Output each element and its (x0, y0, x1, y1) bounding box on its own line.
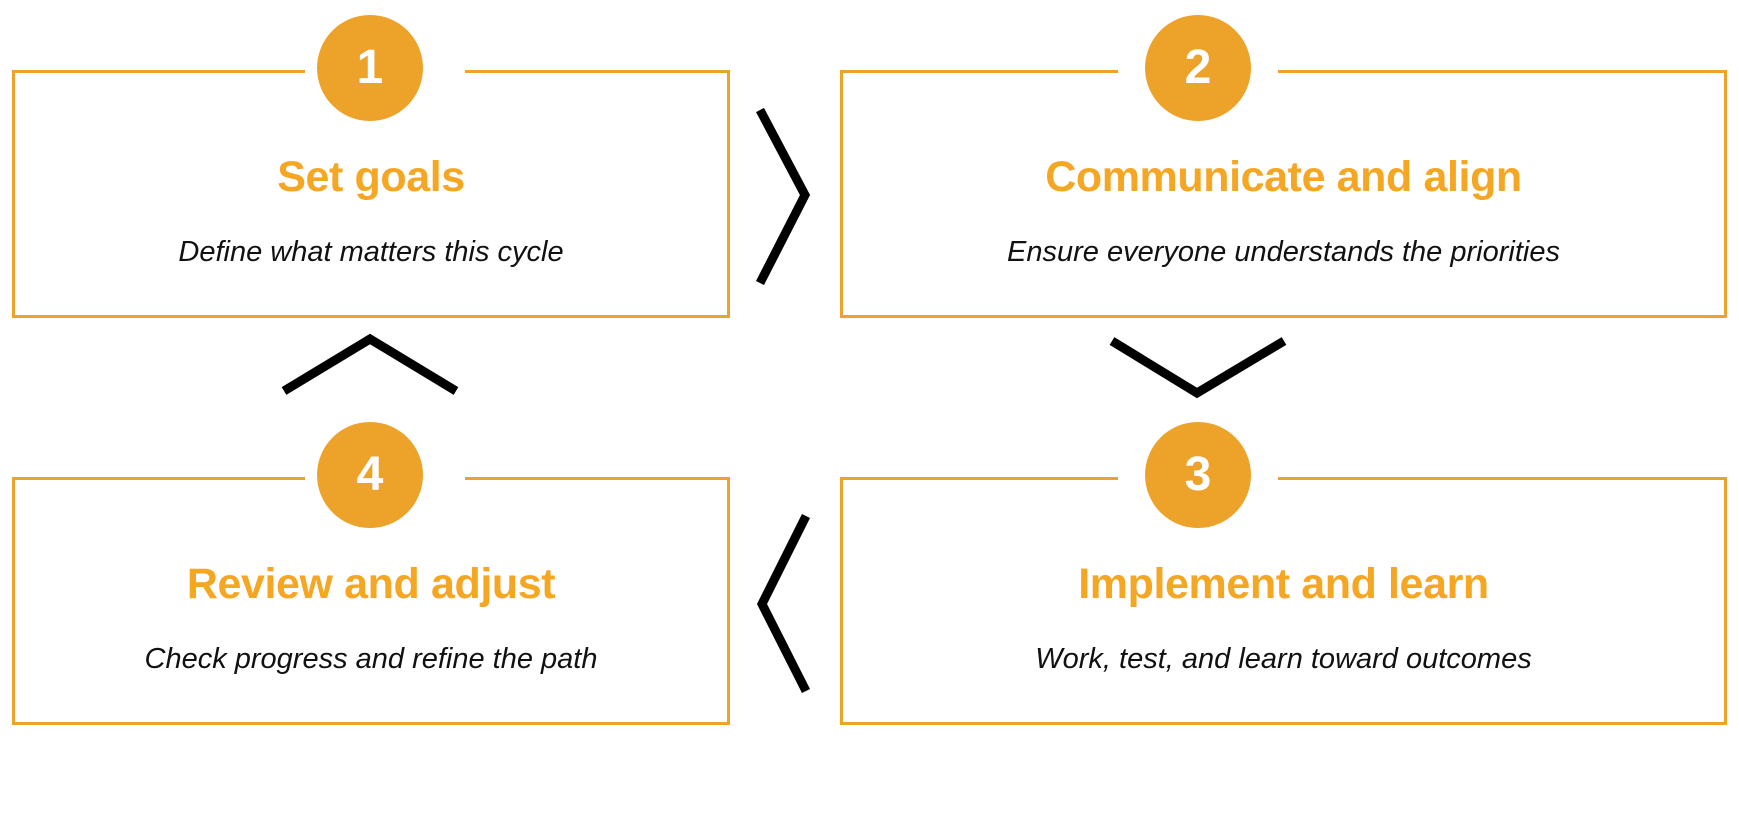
step-badge-1-number: 1 (356, 41, 384, 94)
step-description-2: Ensure everyone understands the prioriti… (1007, 236, 1560, 268)
step-card-2[interactable]: Communicate and align Ensure everyone un… (840, 68, 1727, 318)
step-description-1: Define what matters this cycle (178, 236, 564, 268)
step-badge-2[interactable]: 2 (1145, 15, 1251, 121)
step-badge-2-number: 2 (1184, 41, 1212, 94)
step-badge-3-number: 3 (1184, 448, 1212, 501)
step-badge-3[interactable]: 3 (1145, 422, 1251, 528)
step-badge-4-number: 4 (356, 448, 384, 501)
step-title-3: Implement and learn (1078, 560, 1489, 608)
step-badge-1[interactable]: 1 (317, 15, 423, 121)
step-title-1: Set goals (277, 153, 465, 201)
chevron-right-step1-to-step2-icon (755, 107, 811, 286)
step-description-3: Work, test, and learn toward outcomes (1035, 643, 1532, 675)
chevron-left-step3-to-step4-icon (756, 513, 811, 694)
chevron-down-step2-to-step3-icon (1109, 337, 1287, 399)
step-card-3[interactable]: Implement and learn Work, test, and lear… (840, 475, 1727, 725)
step-title-2: Communicate and align (1045, 153, 1522, 201)
chevron-up-step4-to-step1-icon (281, 333, 459, 395)
step-badge-4[interactable]: 4 (317, 422, 423, 528)
step-description-4: Check progress and refine the path (144, 643, 598, 675)
step-title-4: Review and adjust (186, 560, 556, 608)
